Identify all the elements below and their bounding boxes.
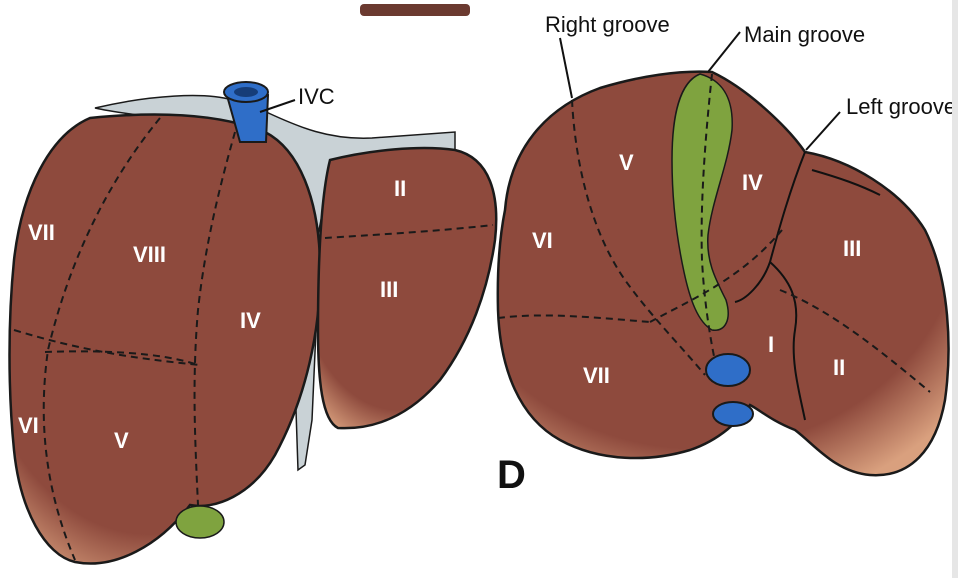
left-groove-callout: Left groove <box>846 94 956 119</box>
anterior-left-lobe <box>318 148 496 428</box>
anterior-seg-VI: VI <box>18 413 39 438</box>
anterior-view: IVC II III IV V VI VII VIII <box>10 82 497 563</box>
inferior-view: Right groove Main groove Left groove I I… <box>497 12 956 497</box>
inferior-seg-II: II <box>833 355 845 380</box>
ivc-callout: IVC <box>298 84 335 109</box>
anterior-gallbladder <box>176 506 224 538</box>
anterior-seg-VIII: VIII <box>133 242 166 267</box>
inferior-ivc-upper <box>706 354 750 386</box>
inferior-seg-IV: IV <box>742 170 763 195</box>
top-fragment <box>360 4 470 16</box>
anterior-right-lobe <box>10 115 321 564</box>
right-edge <box>952 0 958 578</box>
main-groove-leader <box>708 32 740 72</box>
ivc-lumen <box>234 87 258 97</box>
anterior-seg-III: III <box>380 277 398 302</box>
anterior-seg-IV: IV <box>240 308 261 333</box>
main-groove-callout: Main groove <box>744 22 865 47</box>
anterior-seg-VII: VII <box>28 220 55 245</box>
anterior-seg-II: II <box>394 176 406 201</box>
inferior-seg-III: III <box>843 236 861 261</box>
right-groove-leader <box>560 38 572 98</box>
panel-label: D <box>497 453 526 497</box>
left-groove-leader <box>806 112 840 150</box>
inferior-seg-VI: VI <box>532 228 553 253</box>
inferior-seg-V: V <box>619 150 634 175</box>
inferior-seg-VII: VII <box>583 363 610 388</box>
inferior-seg-I: I <box>768 332 774 357</box>
anterior-seg-V: V <box>114 428 129 453</box>
inferior-ivc-lower <box>713 402 753 426</box>
right-groove-callout: Right groove <box>545 12 670 37</box>
